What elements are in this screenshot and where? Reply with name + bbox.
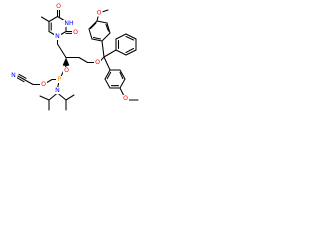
nitrile-n-label: N	[11, 72, 16, 79]
ether-o-label: O	[95, 59, 100, 66]
atom-labels: O NH O N O O P O N N O O	[10, 3, 129, 102]
thymine-o4-label: O	[56, 3, 61, 10]
thymine-nh-label: NH	[64, 20, 74, 27]
methoxy-bottom-o-label: O	[123, 95, 128, 102]
methoxy-top-o-label: O	[97, 10, 102, 17]
amine-n-label: N	[55, 87, 60, 94]
linker-chain	[16, 43, 96, 111]
thymine-o2-label: O	[73, 29, 78, 36]
molecule-diagram: O NH O N O O P O N N O O	[0, 0, 152, 152]
stereo-wedge	[62, 57, 70, 66]
phosphite-o-label: O	[64, 67, 69, 74]
thymine-n1-label: N	[55, 33, 60, 40]
cyanoethyl-o-label: O	[41, 81, 46, 88]
structure-drawing: O NH O N O O P O N N O O	[10, 3, 139, 111]
phosphorus-label: P	[58, 76, 62, 83]
trityl-group	[88, 9, 139, 101]
